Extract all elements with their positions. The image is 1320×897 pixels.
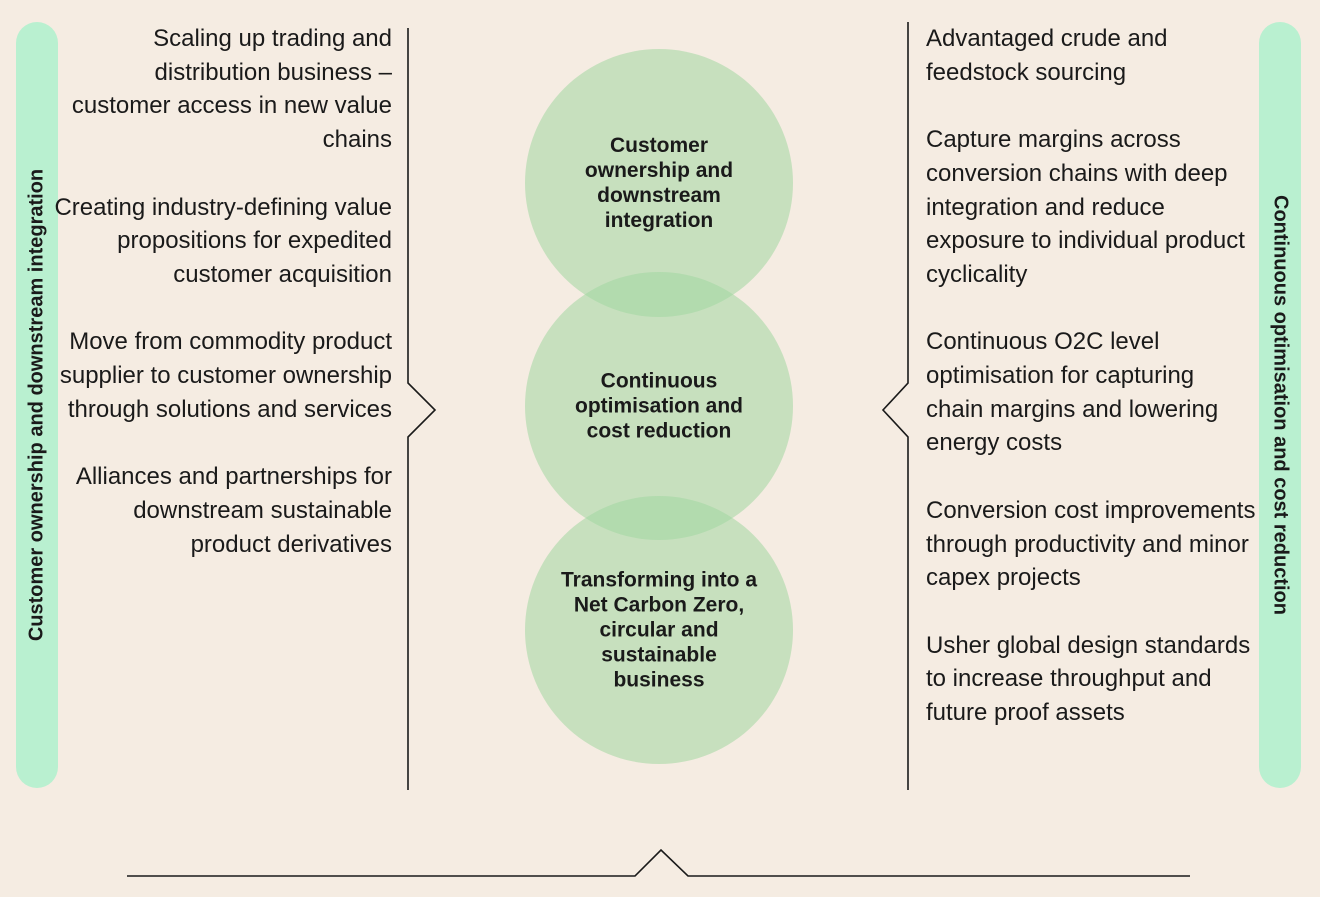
circle-optimisation: Continuous optimisation and cost reducti… (525, 272, 793, 540)
circle-label: Continuous optimisation and cost reducti… (575, 369, 743, 443)
right-items-list: Advantaged crude and feedstock sourcing … (926, 22, 1256, 763)
right-item: Continuous O2C level optimisation for ca… (926, 328, 1219, 457)
left-item: Scaling up trading and distribution busi… (71, 25, 392, 154)
left-item: Creating industry-defining value proposi… (54, 193, 392, 288)
left-item: Alliances and partnerships for downstrea… (75, 463, 392, 558)
circle-label: Customer ownership and downstream integr… (584, 134, 734, 232)
circle-label: Transforming into a Net Carbon Zero, cir… (560, 568, 757, 692)
left-items-list: Scaling up trading and distribution busi… (50, 22, 392, 595)
right-bracket (881, 22, 909, 790)
right-item: Conversion cost improvements through pro… (926, 496, 1256, 592)
bottom-bracket (127, 848, 1190, 877)
left-item: Move from commodity product supplier to … (59, 328, 392, 423)
left-side-banner: Customer ownership and downstream integr… (16, 22, 58, 788)
left-bracket (407, 28, 437, 790)
right-item: Capture margins across conversion chains… (926, 126, 1245, 288)
right-item: Usher global design standards to increas… (926, 631, 1251, 726)
circle-net-carbon-zero: Transforming into a Net Carbon Zero, cir… (525, 496, 793, 764)
right-item: Advantaged crude and feedstock sourcing (926, 25, 1168, 86)
right-side-banner: Continuous optimisation and cost reducti… (1259, 22, 1301, 788)
